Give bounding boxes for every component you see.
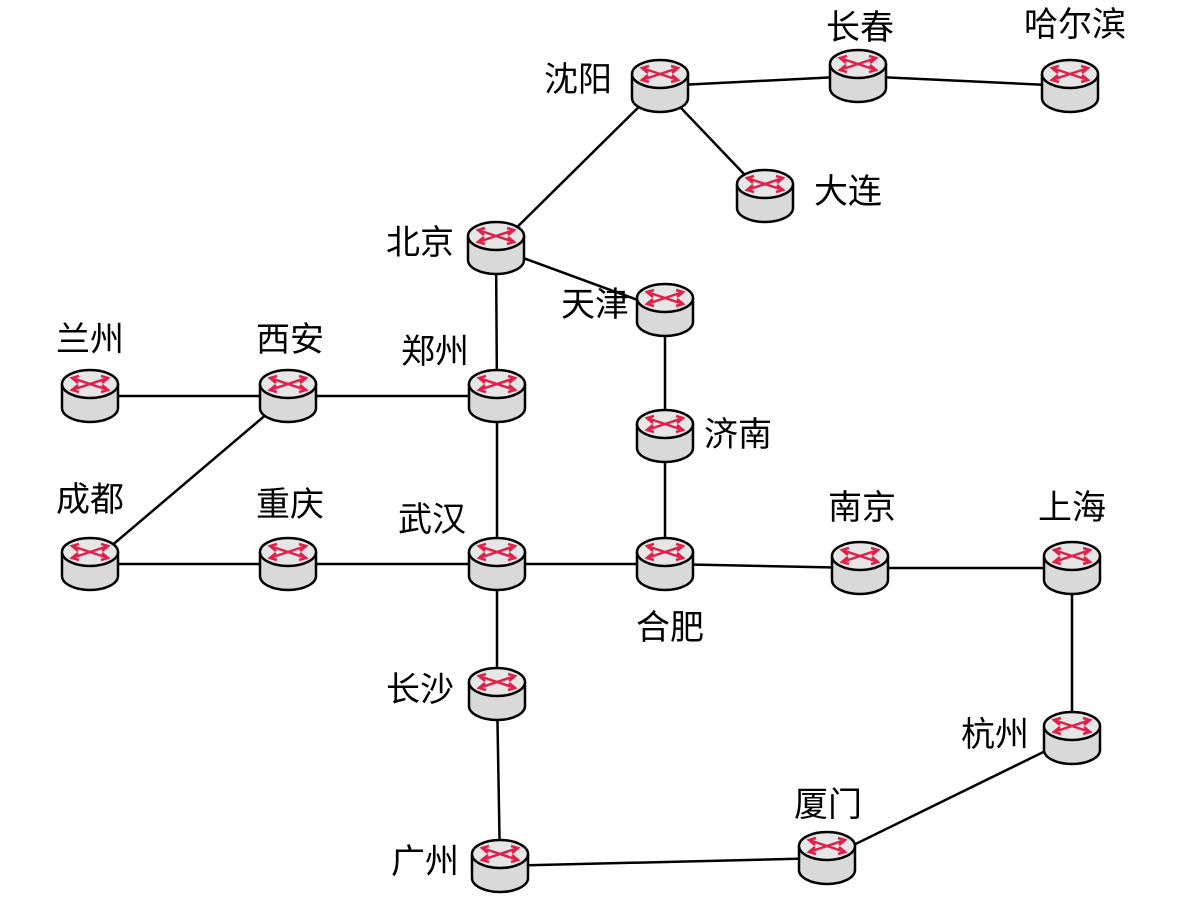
router-xian[interactable] bbox=[258, 368, 318, 424]
router-beijing[interactable] bbox=[466, 220, 526, 276]
node-label-changsha: 长沙 bbox=[386, 670, 454, 710]
link-changchun-haerbin bbox=[857, 74, 1071, 88]
router-arrows-icon bbox=[839, 546, 881, 566]
router-arrows-icon bbox=[476, 542, 518, 562]
link-xiamen-guangzhou bbox=[499, 856, 828, 868]
router-arrows-icon bbox=[639, 64, 681, 84]
router-arrows-icon bbox=[837, 54, 879, 74]
node-label-guangzhou: 广州 bbox=[391, 842, 459, 882]
link-hefei-nanjing bbox=[664, 562, 861, 570]
router-arrows-icon bbox=[644, 414, 686, 434]
router-tianjin[interactable] bbox=[635, 282, 695, 338]
router-chengdu[interactable] bbox=[60, 536, 120, 592]
node-label-chengdu: 成都 bbox=[56, 480, 124, 520]
link-xian-chengdu bbox=[89, 395, 289, 565]
router-wuhan[interactable] bbox=[467, 536, 527, 592]
node-label-jinan: 济南 bbox=[704, 415, 772, 455]
node-label-hangzhou: 杭州 bbox=[961, 715, 1029, 755]
node-label-beijing: 北京 bbox=[386, 223, 454, 263]
router-arrows-icon bbox=[1051, 546, 1093, 566]
node-label-changchun: 长春 bbox=[826, 8, 894, 48]
router-arrows-icon bbox=[644, 288, 686, 308]
router-arrows-icon bbox=[644, 542, 686, 562]
node-label-shanghai: 上海 bbox=[1038, 488, 1106, 528]
link-hangzhou-xiamen bbox=[826, 736, 1073, 860]
router-arrows-icon bbox=[476, 374, 518, 394]
node-label-zhengzhou: 郑州 bbox=[401, 332, 469, 372]
link-shenyang-beijing bbox=[495, 85, 661, 249]
node-label-nanjing: 南京 bbox=[828, 488, 896, 528]
router-zhengzhou[interactable] bbox=[467, 368, 527, 424]
node-label-haerbin: 哈尔滨 bbox=[1024, 5, 1126, 45]
node-label-xiamen: 厦门 bbox=[794, 785, 862, 825]
router-changsha[interactable] bbox=[467, 666, 527, 722]
router-hangzhou[interactable] bbox=[1042, 710, 1102, 766]
node-label-dalian: 大连 bbox=[814, 172, 882, 212]
router-arrows-icon bbox=[1049, 64, 1091, 84]
router-arrows-icon bbox=[267, 374, 309, 394]
router-arrows-icon bbox=[69, 542, 111, 562]
router-lanzhou[interactable] bbox=[60, 368, 120, 424]
node-label-shenyang: 沈阳 bbox=[544, 60, 612, 100]
node-label-wuhan: 武汉 bbox=[398, 500, 466, 540]
router-chongqing[interactable] bbox=[258, 536, 318, 592]
link-guangzhou-changsha bbox=[495, 693, 502, 867]
node-label-chongqing: 重庆 bbox=[256, 485, 324, 525]
link-shenyang-changchun bbox=[659, 74, 859, 88]
router-arrows-icon bbox=[475, 226, 517, 246]
node-label-hefei: 合肥 bbox=[636, 608, 704, 648]
router-dalian[interactable] bbox=[735, 168, 795, 224]
router-shanghai[interactable] bbox=[1042, 540, 1102, 596]
router-arrows-icon bbox=[479, 844, 521, 864]
node-label-xian: 西安 bbox=[256, 320, 324, 360]
router-arrows-icon bbox=[806, 836, 848, 856]
router-shenyang[interactable] bbox=[630, 58, 690, 114]
router-arrows-icon bbox=[1051, 716, 1093, 736]
router-guangzhou[interactable] bbox=[470, 838, 530, 894]
router-arrows-icon bbox=[267, 542, 309, 562]
router-xiamen[interactable] bbox=[797, 830, 857, 886]
router-haerbin[interactable] bbox=[1040, 58, 1100, 114]
node-label-tianjin: 天津 bbox=[561, 285, 629, 325]
router-nanjing[interactable] bbox=[830, 540, 890, 596]
node-label-lanzhou: 兰州 bbox=[56, 320, 124, 360]
router-jinan[interactable] bbox=[635, 408, 695, 464]
router-arrows-icon bbox=[69, 374, 111, 394]
router-arrows-icon bbox=[744, 174, 786, 194]
router-hefei[interactable] bbox=[635, 536, 695, 592]
router-arrows-icon bbox=[476, 672, 518, 692]
router-changchun[interactable] bbox=[828, 48, 888, 104]
